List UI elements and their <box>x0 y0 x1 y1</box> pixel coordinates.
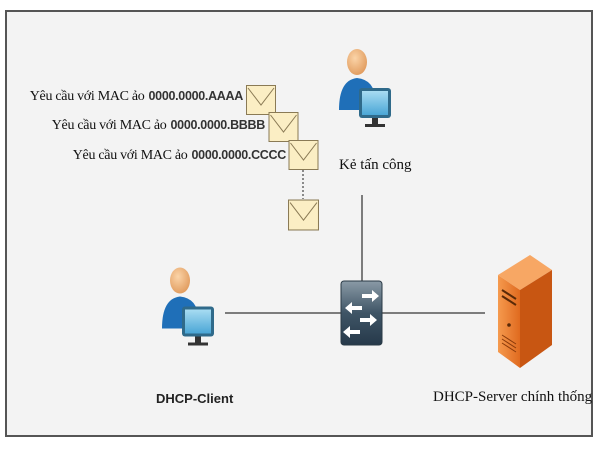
envelope-icon <box>246 85 276 115</box>
server-icon <box>498 255 552 368</box>
client-person-icon <box>162 267 214 346</box>
attacker-person-icon <box>339 49 391 127</box>
envelope-icon <box>268 112 299 142</box>
envelope-icon <box>288 199 319 231</box>
attacker-label: Kẻ tấn công <box>339 157 412 173</box>
server-label: DHCP-Server chính thống <box>433 389 593 405</box>
envelope-icon <box>288 140 319 170</box>
switch-icon <box>340 280 383 346</box>
client-label: DHCP-Client <box>156 391 234 406</box>
